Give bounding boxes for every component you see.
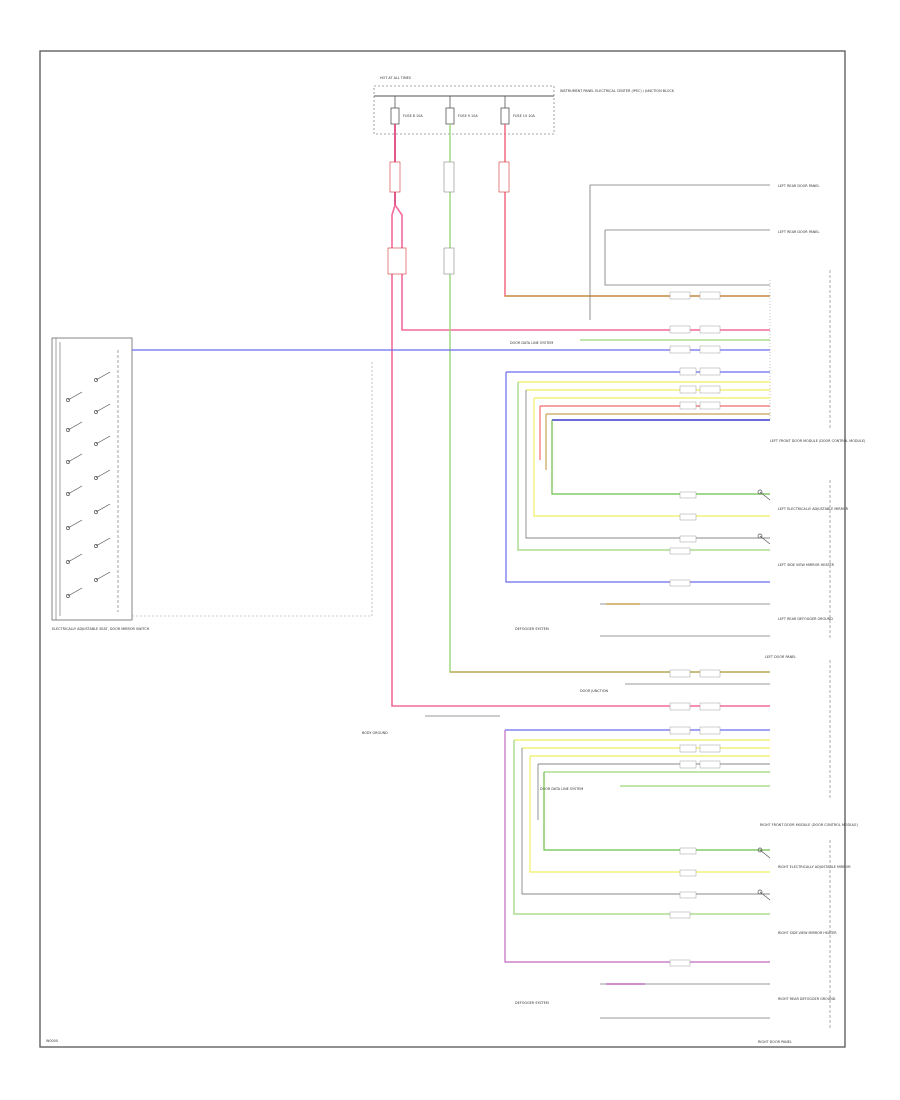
lh-door-module: LEFT REAR DOOR PANEL LEFT REAR DOOR PANE…	[505, 184, 866, 640]
lh-motor1-label: LEFT ELECTRICALLY ADJUSTABLE MIRROR	[778, 507, 849, 511]
fuse-10: FUSE 10 10A	[500, 107, 536, 125]
fuse-9-label: FUSE 9 10A	[458, 114, 478, 118]
rh-data-link-label: DOOR DATA LINE SYSTEM	[540, 787, 583, 791]
rh-panel-label: LEFT DOOR PANEL	[765, 655, 796, 659]
rh-module-label: RIGHT FRONT DOOR MODULE (DOOR CONTROL MO…	[760, 823, 859, 827]
rh-motor1-label: RIGHT ELECTRICALLY ADJUSTABLE MIRROR	[778, 865, 851, 869]
fuse-block: HOT AT ALL TIMES INSTRUMENT PANEL ELECTR…	[373, 76, 675, 135]
rh-door-module: LEFT DOOR PANEL DOOR JUNCTION BODY GROUN…	[362, 655, 859, 1044]
footer-code: W0000	[46, 1039, 58, 1043]
lh-defogger-system: DEFOGGER SYSTEM	[515, 627, 549, 631]
diagram-frame	[39, 50, 846, 1048]
rh-defogger-label: RIGHT REAR DEFOGGER GROUND	[778, 997, 836, 1001]
lh-defogger-label: LEFT REAR DEFOGGER GROUND	[778, 617, 833, 621]
switch-ground-line	[132, 360, 373, 617]
left-mirror-switch: ELECTRICALLY ADJUSTABLE SEAT, DOOR MIRRO…	[51, 337, 150, 631]
rh-bottom-label: RIGHT DOOR PANEL	[758, 1040, 792, 1044]
feed-wires	[387, 124, 770, 707]
fuse-block-outline	[373, 85, 555, 135]
fuse-8: FUSE 8 10A	[390, 107, 423, 125]
lh-motor2-label: LEFT SIDE VIEW MIRROR HEATER	[778, 563, 835, 567]
left-switch-label: ELECTRICALLY ADJUSTABLE SEAT, DOOR MIRRO…	[52, 627, 150, 631]
lh-data-link-label: DOOR DATA LINE SYSTEM	[510, 341, 553, 345]
lh-module-label: LEFT FRONT DOOR MODULE (DOOR CONTROL MOD…	[770, 439, 866, 443]
lh-rear-door-label-1: LEFT REAR DOOR PANEL	[778, 184, 820, 188]
fuse-block-top-label: HOT AT ALL TIMES	[380, 76, 411, 80]
wire-pink-fuse8-b	[391, 204, 770, 707]
lh-rear-door-label-2: LEFT REAR DOOR PANEL	[778, 230, 820, 234]
rh-motor2-label: RIGHT SIDE VIEW MIRROR HEATER	[778, 931, 837, 935]
wire-red-fuse10	[504, 124, 770, 297]
fuse-9: FUSE 9 10A	[445, 107, 478, 125]
fuse-block-name: INSTRUMENT PANEL ELECTRICAL CENTER (IPEC…	[560, 89, 675, 93]
left-switch-outline	[51, 337, 133, 621]
fuse-10-label: FUSE 10 10A	[513, 114, 536, 118]
ground-label: BODY GROUND	[362, 731, 388, 735]
junction-label: DOOR JUNCTION	[580, 689, 609, 693]
fuse-8-label: FUSE 8 10A	[403, 114, 423, 118]
rh-defogger-system: DEFOGGER SYSTEM	[515, 1001, 549, 1005]
